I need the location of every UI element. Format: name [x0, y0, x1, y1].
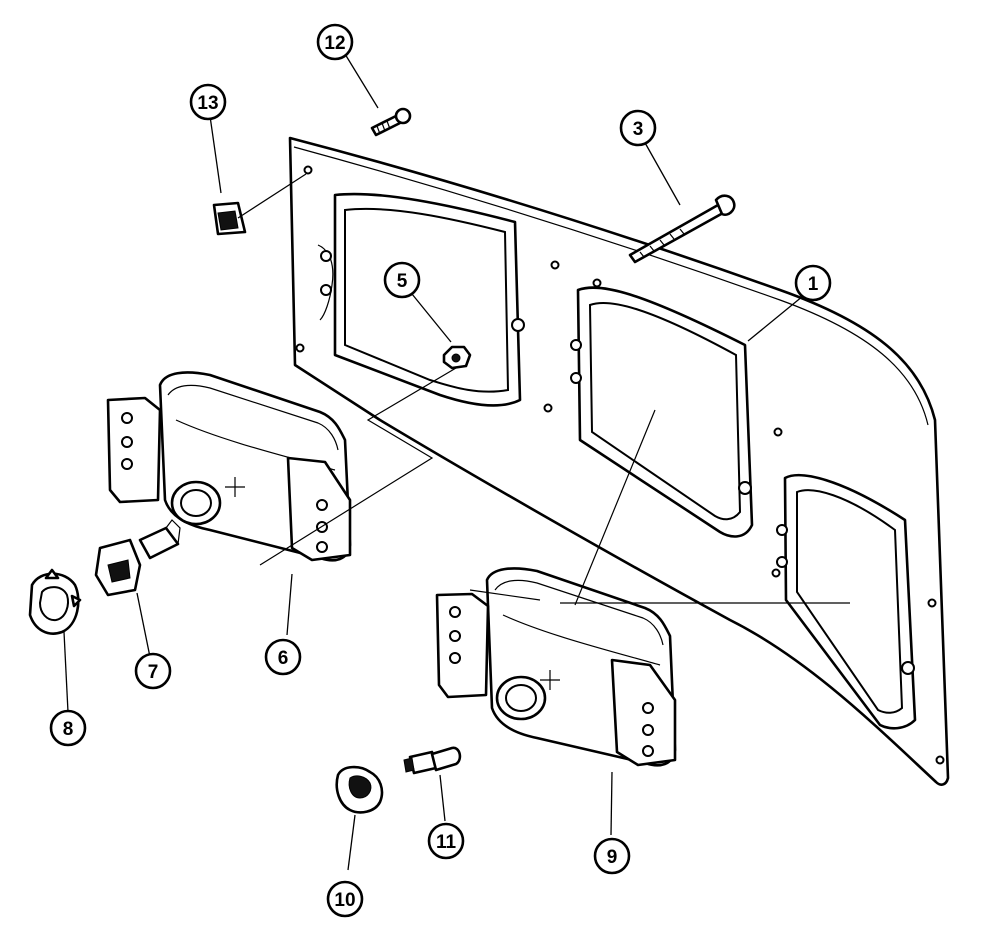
mounting-panel-icon [288, 136, 950, 786]
callout-5: 5 [383, 261, 421, 299]
bulb-socket-icon [335, 765, 384, 814]
callout-label: 3 [633, 119, 644, 140]
bulb-icon [94, 519, 181, 597]
callout-label: 5 [397, 271, 408, 292]
callout-label: 9 [607, 847, 618, 868]
assembly-lines [237, 173, 850, 606]
long-bolt-icon [628, 194, 736, 264]
callout-1: 1 [794, 264, 832, 302]
callout-8: 8 [49, 709, 87, 747]
callout-11: 11 [427, 822, 465, 860]
callout-7: 7 [134, 652, 172, 690]
callout-label: 13 [197, 93, 218, 114]
callout-label: 10 [334, 890, 355, 911]
headlamp-housing-icon [106, 371, 352, 562]
screw-icon [370, 107, 412, 137]
callout-12: 12 [316, 23, 354, 61]
nut-icon [442, 345, 472, 370]
callout-10: 10 [326, 880, 364, 918]
clip-icon [212, 201, 247, 236]
callout-label: 6 [278, 648, 289, 669]
small-bulb-icon [403, 746, 462, 775]
callout-label: 8 [63, 719, 74, 740]
leader-lines [63, 53, 804, 871]
bulb-retainer-icon [28, 568, 82, 635]
headlamp-housing-icon [435, 567, 677, 767]
callout-label: 11 [436, 832, 457, 853]
callout-13: 13 [189, 83, 227, 121]
callout-6: 6 [264, 638, 302, 676]
callout-9: 9 [593, 837, 631, 875]
callout-label: 1 [808, 274, 819, 295]
callout-label: 12 [324, 33, 345, 54]
callout-3: 3 [619, 109, 657, 147]
callout-label: 7 [148, 662, 159, 683]
